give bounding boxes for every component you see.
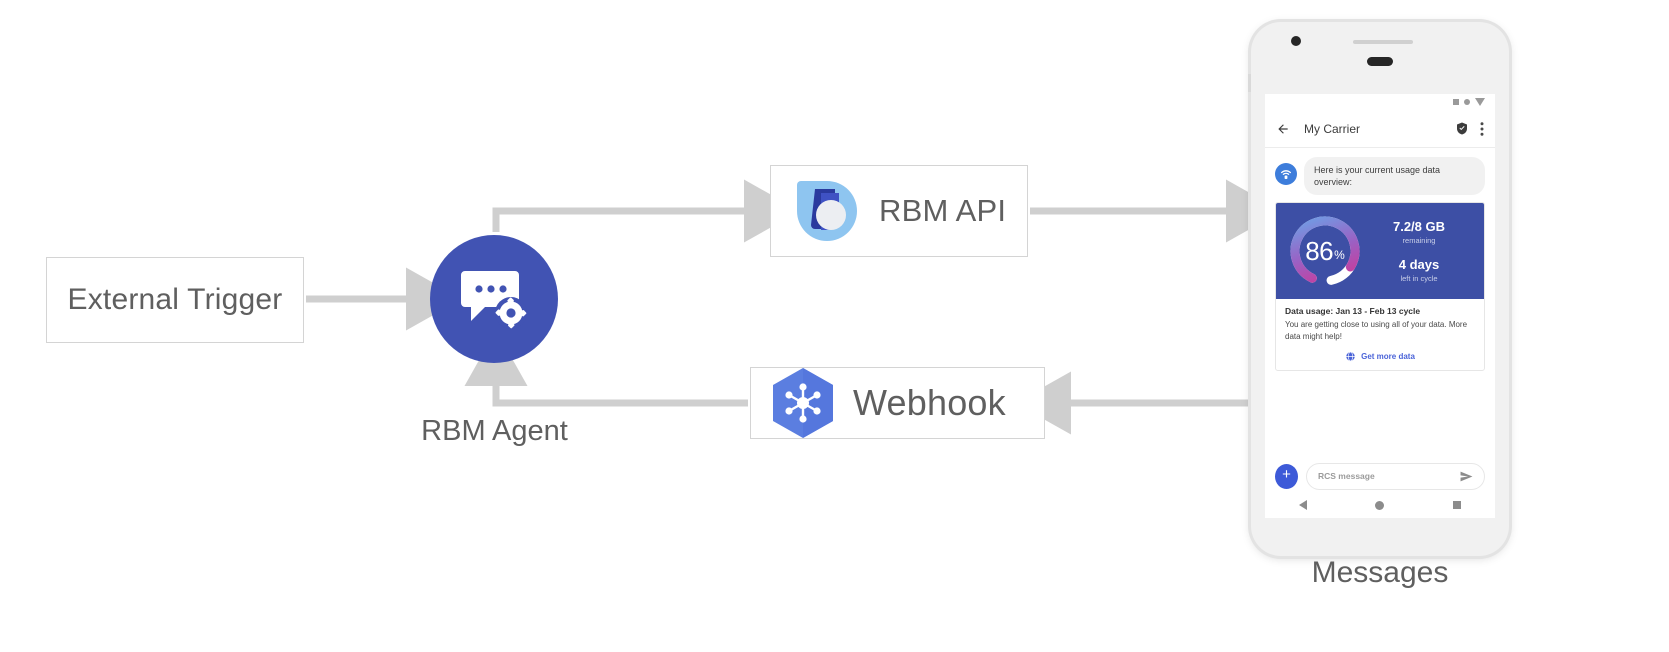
- rbm-agent-node[interactable]: [430, 235, 558, 363]
- plus-icon[interactable]: +: [1275, 463, 1298, 489]
- rich-card[interactable]: 86 % 7.2/8 GB remaining 4 days left in c…: [1275, 202, 1485, 372]
- circle-icon: [1464, 99, 1470, 105]
- nav-home-icon[interactable]: [1375, 500, 1385, 510]
- arrow-webhook-to-agent: [464, 330, 748, 407]
- gauge-value-wrap: 86 %: [1286, 212, 1364, 290]
- webhook-label: Webhook: [853, 382, 1006, 423]
- phone-speaker-grille: [1353, 40, 1413, 44]
- phone-camera: [1291, 36, 1301, 46]
- rich-card-title: Data usage: Jan 13 - Feb 13 cycle: [1285, 306, 1421, 317]
- messages-label: Messages: [1311, 556, 1449, 589]
- arrow-agent-to-rbmapi: [492, 179, 800, 243]
- cloud-functions-hexagon-icon: [773, 368, 833, 438]
- phone-screen: My Carrier: [1265, 94, 1495, 518]
- get-more-data-label: Get more data: [1361, 352, 1415, 362]
- globe-icon: [1345, 352, 1356, 362]
- data-remaining-value: 7.2/8 GB: [1392, 218, 1446, 234]
- rcs-message-input[interactable]: RCS message: [1306, 462, 1485, 490]
- rich-card-description: You are getting close to using all of yo…: [1285, 320, 1468, 341]
- send-icon[interactable]: [1460, 471, 1473, 482]
- rbm-api-label: RBM API: [879, 193, 1007, 228]
- rcs-message-placeholder: RCS message: [1318, 471, 1375, 481]
- carrier-router-icon: [1280, 170, 1292, 179]
- back-arrow-icon[interactable]: [1276, 122, 1290, 136]
- status-bar: [1453, 98, 1485, 106]
- message-thread: Here is your current usage data overview…: [1265, 149, 1495, 460]
- hero-stats: 7.2/8 GB remaining 4 days left in cycle: [1364, 218, 1474, 283]
- gauge-value: 86: [1305, 235, 1334, 266]
- phone-earpiece: [1367, 57, 1393, 66]
- android-nav-bar: [1265, 492, 1495, 518]
- phone-side-button[interactable]: [1248, 74, 1251, 92]
- external-trigger-label: External Trigger: [67, 283, 283, 316]
- get-more-data-button[interactable]: Get more data: [1285, 351, 1475, 362]
- verified-shield-icon[interactable]: [1456, 122, 1468, 135]
- nav-recents-icon[interactable]: [1452, 501, 1461, 509]
- days-left-label: left in cycle: [1400, 273, 1438, 283]
- incoming-message-bubble: Here is your current usage data overview…: [1304, 157, 1485, 196]
- nav-back-icon[interactable]: [1299, 500, 1308, 510]
- rich-card-body: Data usage: Jan 13 - Feb 13 cycle You ar…: [1276, 299, 1484, 370]
- avatar: [1275, 163, 1297, 185]
- message-composer: + RCS message: [1265, 460, 1495, 492]
- gauge-unit: %: [1334, 248, 1345, 263]
- conversation-title: My Carrier: [1304, 121, 1360, 136]
- days-left-value: 4 days: [1398, 256, 1440, 272]
- external-trigger-node[interactable]: External Trigger: [46, 257, 304, 343]
- chat-gear-icon: [461, 271, 527, 329]
- incoming-message-row: Here is your current usage data overview…: [1275, 157, 1485, 196]
- rbm-api-node[interactable]: RBM API: [770, 165, 1028, 257]
- square-icon: [1453, 99, 1459, 105]
- data-remaining-label: remaining: [1402, 235, 1436, 245]
- data-usage-gauge: 86 %: [1286, 212, 1364, 290]
- rich-card-hero: 86 % 7.2/8 GB remaining 4 days left in c…: [1276, 203, 1484, 300]
- signal-triangle-icon: [1475, 98, 1485, 106]
- more-vert-icon[interactable]: [1480, 121, 1484, 136]
- phone-mockup: My Carrier: [1248, 22, 1509, 556]
- rbm-droplet-icon: [797, 181, 857, 241]
- app-bar: My Carrier: [1265, 110, 1495, 148]
- rbm-agent-label: RBM Agent: [421, 415, 568, 447]
- webhook-node[interactable]: Webhook: [750, 367, 1045, 439]
- app-bar-actions: [1456, 121, 1484, 136]
